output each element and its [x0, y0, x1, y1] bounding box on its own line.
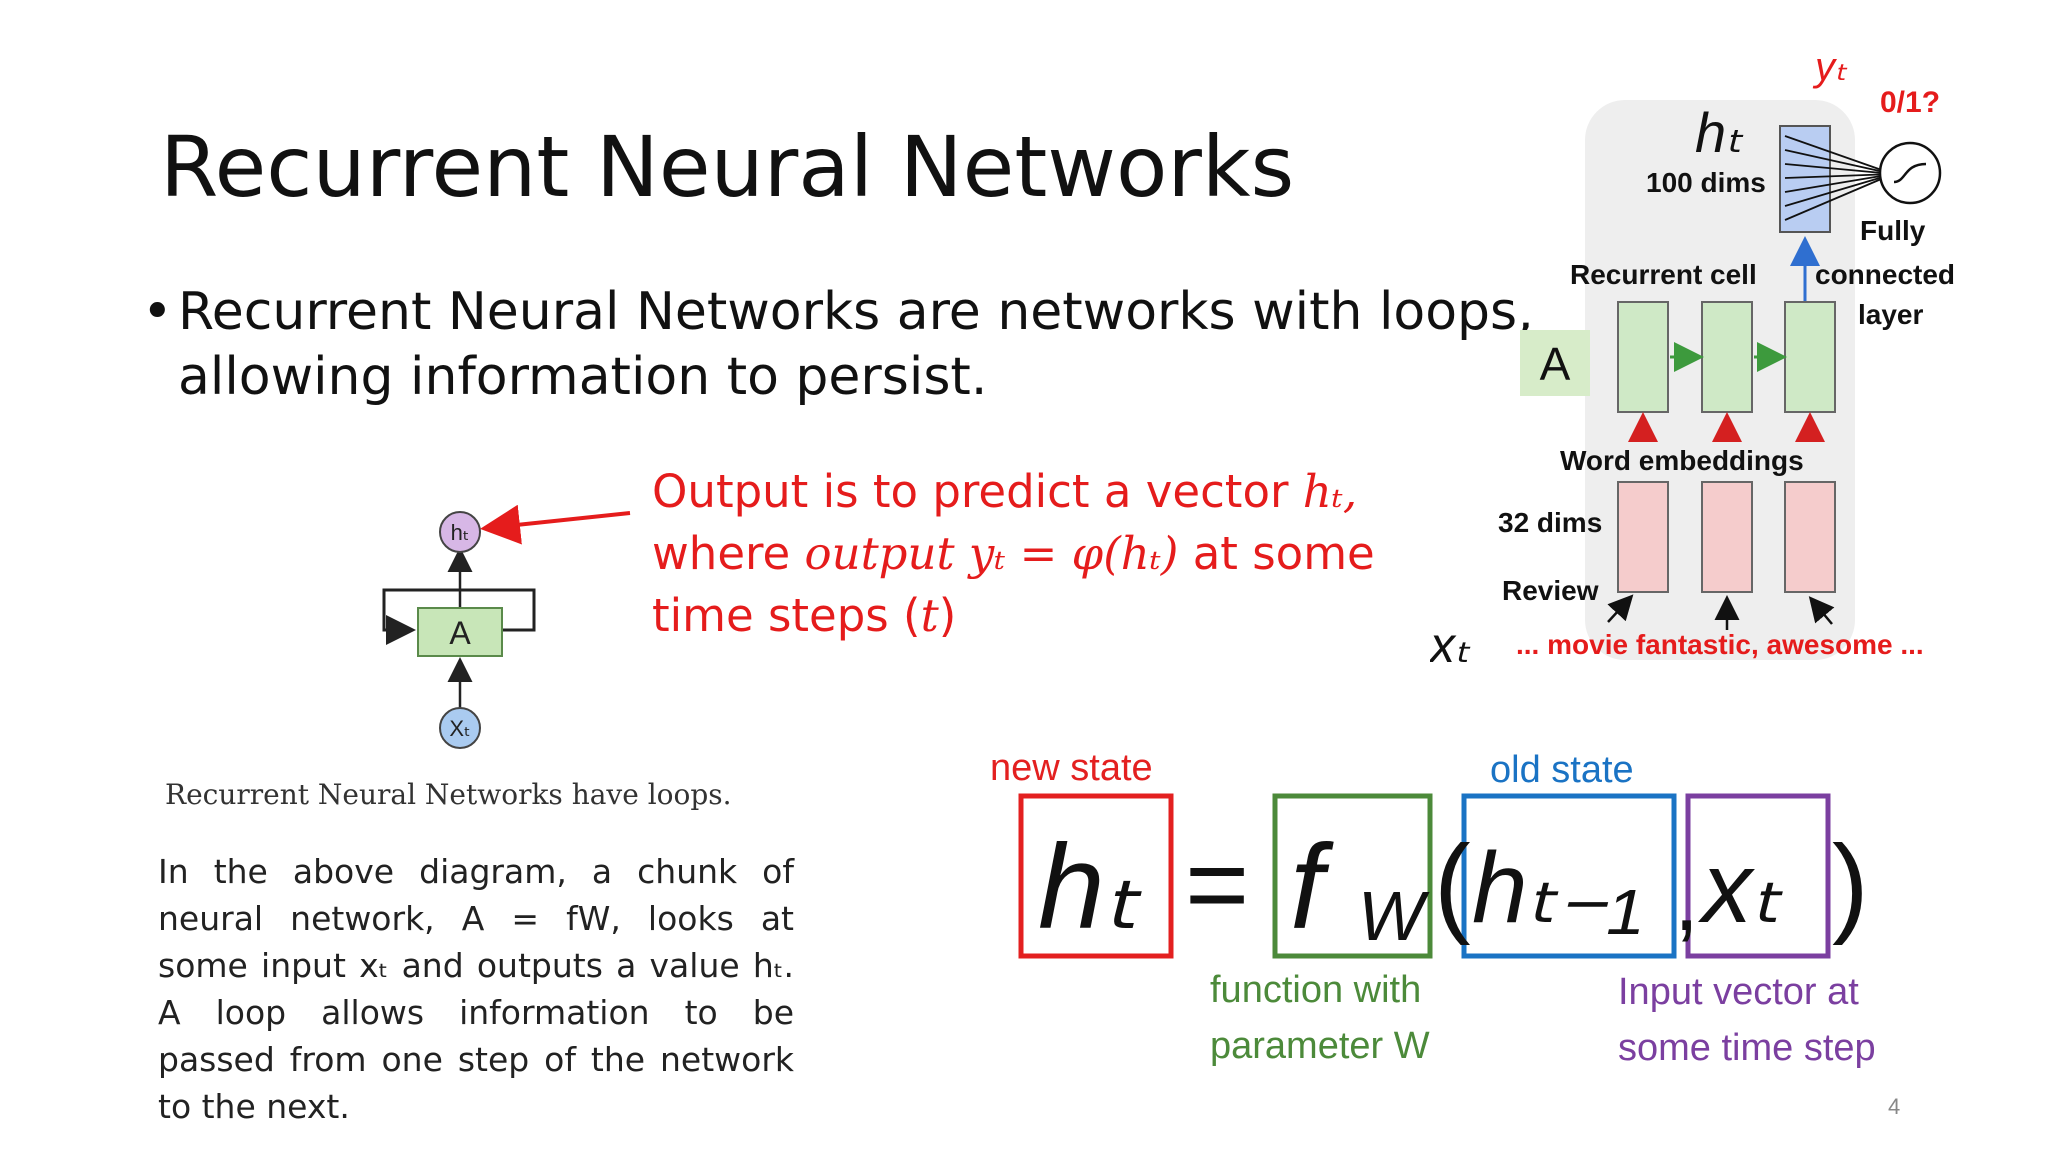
input-text: ... movie fantastic, awesome ... [1516, 629, 1924, 660]
black-arrow-3 [1808, 596, 1835, 625]
recurrent-cell-1 [1617, 301, 1669, 413]
embedding-3 [1784, 481, 1836, 593]
annotation-line1-text: Output is to predict a vector [652, 465, 1303, 518]
sigmoid-node [1878, 141, 1942, 205]
eq-prev-state: hₜ₋₁ [1472, 832, 1641, 944]
cell-a-label: A [449, 615, 471, 651]
annotation-line3-var: t [920, 589, 939, 642]
recurrent-cell-label: Recurrent cell [1570, 259, 1757, 290]
label-input-2: some time step [1618, 1027, 1876, 1069]
recurrent-cell-3 [1784, 301, 1836, 413]
slide-title: Recurrent Neural Networks [160, 118, 1295, 216]
bullet-line-2: allowing information to persist. [178, 347, 988, 407]
review-label: Review [1502, 575, 1599, 606]
annotation-line3-suffix: ) [938, 589, 957, 642]
embedding-1 [1617, 481, 1669, 593]
label-new-state: new state [990, 747, 1153, 789]
loop-caption: Recurrent Neural Networks have loops. [165, 778, 732, 811]
input-node-label: Xₜ [449, 716, 470, 741]
new-state-box [1018, 793, 1174, 959]
input-node [439, 707, 481, 749]
black-arrow-1 [1607, 594, 1634, 623]
explanation-paragraph: In the above diagram, a chunk of neural … [158, 852, 794, 1126]
label-function-1: function with [1210, 969, 1421, 1011]
input-box [1685, 793, 1831, 959]
annotation-line-3: time steps (t) [652, 589, 956, 642]
cell-a-badge [1520, 330, 1590, 396]
recurrent-cell-2 [1701, 301, 1753, 413]
eq-comma: , [1674, 850, 1699, 950]
bullet-line-1: Recurrent Neural Networks are networks w… [178, 282, 1534, 342]
hidden-dims: 100 dims [1646, 167, 1766, 198]
rnn-loop-diagram: A hₜ Xₜ [382, 511, 536, 749]
annotation-line1-var: hₜ, [1302, 465, 1358, 518]
fc-lines [1784, 135, 1894, 221]
annotation-pointer [480, 505, 631, 545]
lstm-classifier-diagram: yₜ 0/1? hₜ 100 dims Fully connected laye… [1430, 45, 1955, 673]
fc-label-3: layer [1858, 299, 1923, 330]
hidden-node-label: hₜ [451, 520, 470, 545]
eq-lhs: hₜ [1038, 820, 1143, 954]
function-box [1272, 793, 1433, 959]
loop-arrow [382, 588, 536, 645]
annotation-line2-formula: output yₜ = φ(hₜ) [804, 527, 1179, 580]
label-input-1: Input vector at [1618, 971, 1859, 1013]
annotation-line-2: where output yₜ = φ(hₜ) at some [652, 527, 1375, 580]
eq-input: xₜ [1698, 832, 1783, 944]
output-question: 0/1? [1880, 86, 1940, 119]
sigmoid-icon [1893, 162, 1927, 184]
old-state-box [1461, 793, 1677, 959]
embed-dims: 32 dims [1498, 507, 1602, 538]
annotation-line2-text: where [652, 527, 805, 580]
annotation-line2-suffix: at some [1178, 527, 1375, 580]
eq-close-paren: ) [1832, 823, 1869, 946]
bullet-symbol: • [142, 282, 173, 342]
fc-label-1: Fully [1860, 215, 1926, 246]
cell-a-badge-label: A [1540, 338, 1571, 390]
rnn-equation: new state old state hₜ = f W ( hₜ₋₁ , xₜ… [990, 747, 1876, 1069]
eq-func-sub: W [1358, 877, 1430, 955]
output-var: yₜ [1812, 45, 1848, 89]
hidden-vector-box [1779, 125, 1831, 233]
label-old-state: old state [1490, 749, 1634, 791]
red-arrow [480, 505, 631, 545]
label-function-2: parameter W [1210, 1025, 1430, 1067]
annotation-line-1: Output is to predict a vector hₜ, [652, 465, 1357, 518]
cell-a-box [417, 607, 503, 657]
annotation-line3-text: time steps ( [652, 589, 921, 642]
eq-equals: = [1185, 823, 1249, 946]
eq-func: f [1290, 820, 1334, 954]
hidden-node [439, 511, 481, 553]
embedding-2 [1701, 481, 1753, 593]
eq-open-paren: ( [1434, 823, 1471, 946]
word-embeddings-label: Word embeddings [1560, 445, 1804, 476]
input-var: xₜ [1430, 617, 1471, 673]
page-number: 4 [1888, 1094, 1901, 1119]
hidden-var: hₜ [1695, 101, 1744, 164]
fc-label-2: connected [1815, 259, 1955, 290]
